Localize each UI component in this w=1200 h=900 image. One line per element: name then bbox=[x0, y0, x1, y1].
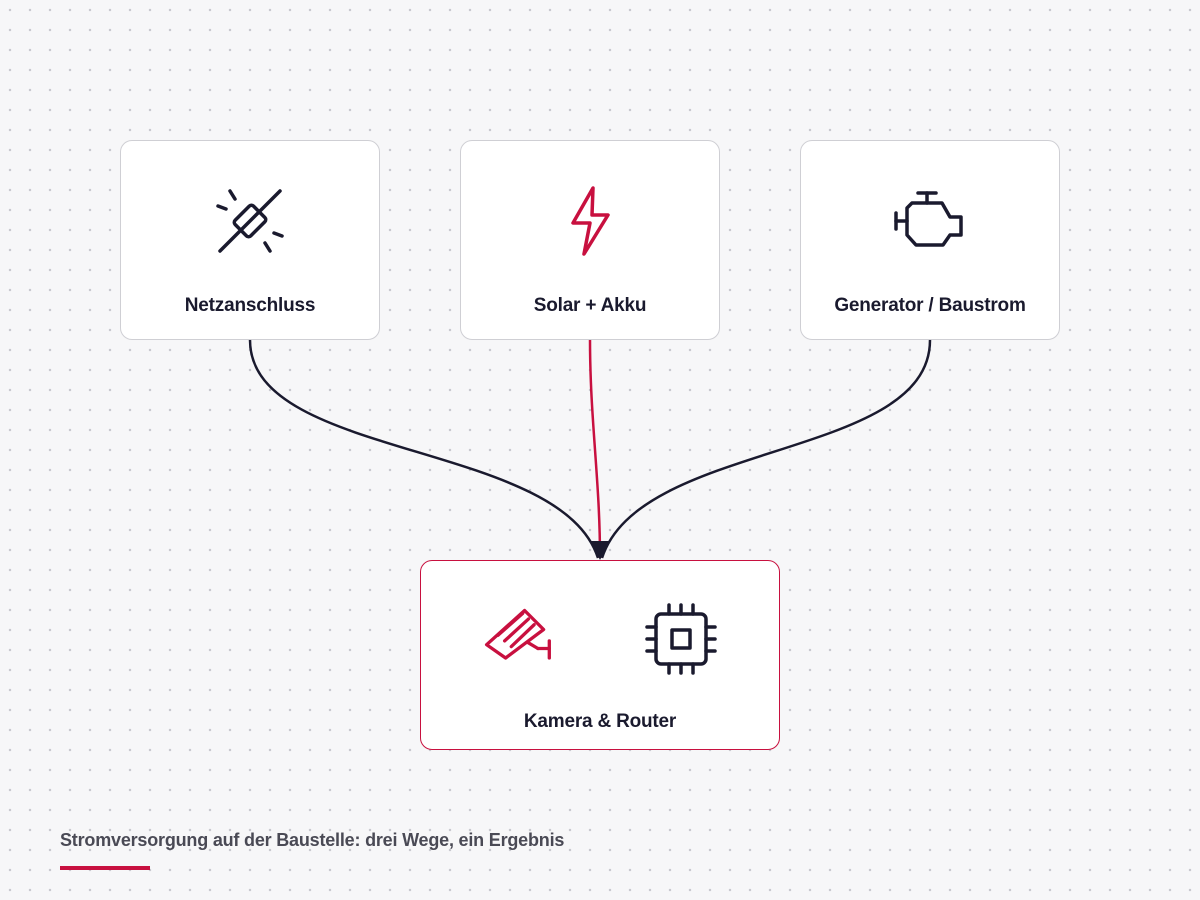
engine-icon bbox=[894, 191, 963, 247]
node-solar-battery[interactable]: Solar + Akku bbox=[460, 140, 720, 340]
security-camera-icon bbox=[484, 608, 551, 660]
connector-grid-to-target bbox=[248, 339, 600, 559]
node-label: Solar + Akku bbox=[533, 295, 647, 316]
arrowhead bbox=[590, 541, 610, 560]
node-label: Netzanschluss bbox=[184, 295, 316, 316]
node-grid-connection[interactable]: Netzanschluss bbox=[120, 140, 380, 340]
node-label: Generator / Baustrom bbox=[834, 295, 1026, 316]
lightning-bolt-icon bbox=[571, 186, 610, 256]
plug-disconnect-icon bbox=[216, 189, 284, 253]
diagram-caption: Stromversorgung auf der Baustelle: drei … bbox=[60, 830, 565, 850]
chip-icon bbox=[645, 603, 717, 675]
node-camera-router[interactable]: Kamera & Router bbox=[420, 560, 780, 750]
connector-solar-to-target bbox=[588, 339, 602, 559]
caption-accent-rule bbox=[60, 866, 150, 870]
node-generator[interactable]: Generator / Baustrom bbox=[800, 140, 1060, 340]
connector-generator-to-target bbox=[600, 339, 932, 559]
node-label: Kamera & Router bbox=[523, 711, 677, 732]
